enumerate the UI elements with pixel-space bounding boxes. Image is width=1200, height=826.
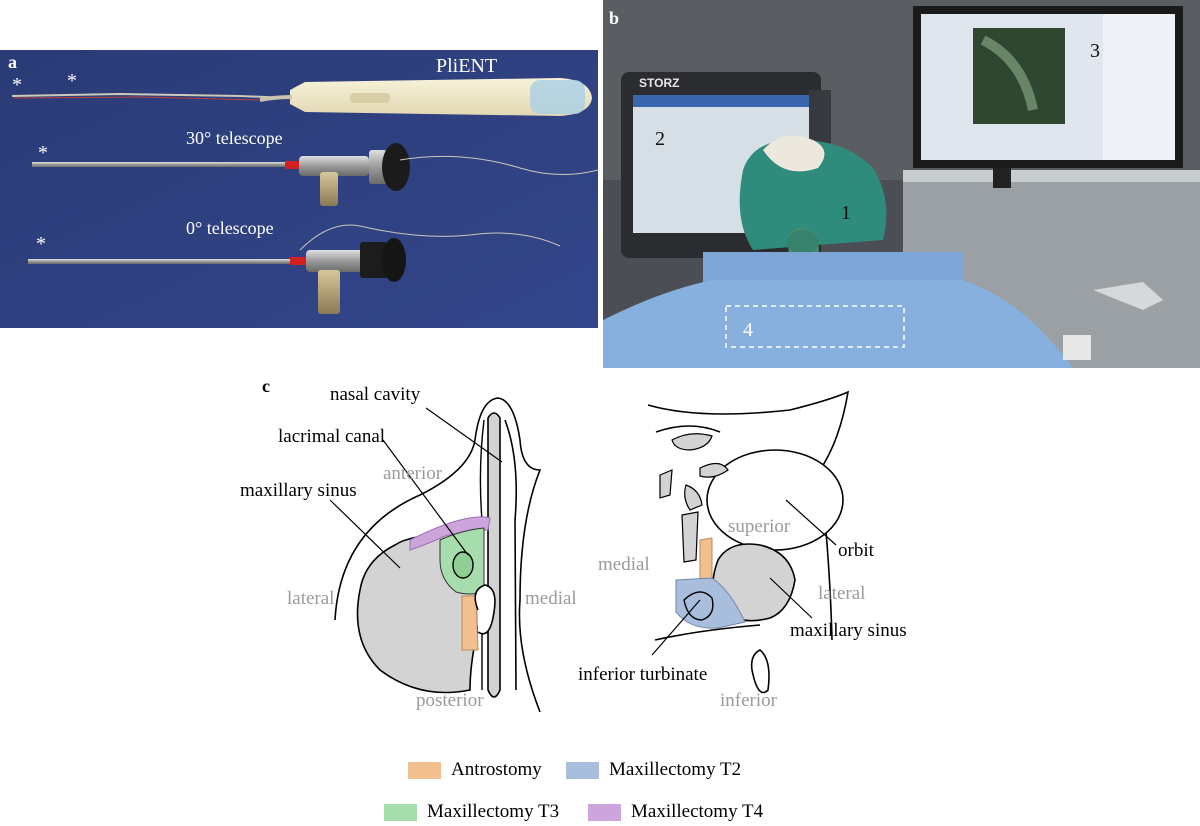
tip-marker: * (67, 70, 77, 92)
direction-superior: superior (728, 516, 791, 537)
label-nasal-cavity: nasal cavity (330, 384, 421, 405)
direction-lateral-left: lateral (287, 588, 335, 609)
callout-1: 1 (841, 202, 851, 224)
plient-device (11, 78, 592, 116)
direction-medial-left: medial (525, 588, 577, 609)
legend-swatch (566, 761, 599, 779)
region-t4-axial (409, 516, 491, 551)
direction-posterior: posterior (416, 690, 484, 711)
panel-a-photo: a PliENT 30° telescope 0° telescope * * … (0, 50, 598, 328)
label-inferior-turbinate: inferior turbinate (578, 664, 708, 685)
tip-marker: * (12, 74, 22, 96)
panel-label-b: b (609, 8, 620, 28)
legend-swatch (588, 803, 621, 821)
panel-label-a: a (8, 52, 17, 72)
legend-swatch (408, 761, 441, 779)
legend-label: Maxillectomy T2 (609, 759, 742, 780)
label-lacrimal-canal: lacrimal canal (278, 426, 386, 447)
inferior-turbinate-shape (683, 591, 714, 621)
label-maxillary-sinus-right: maxillary sinus (790, 620, 907, 641)
plient-label: PliENT (436, 55, 498, 77)
legend-item-antrostomy: Antrostomy (408, 759, 542, 783)
legend-item-t2: Maxillectomy T2 (566, 759, 741, 783)
direction-medial-right: medial (598, 554, 650, 575)
region-antrostomy-coronal (699, 537, 713, 581)
legend-label: Antrostomy (451, 759, 542, 780)
setup-illustration (603, 0, 1200, 368)
callout-4: 4 (743, 319, 753, 341)
tip-marker: * (38, 142, 48, 164)
direction-lateral-right: lateral (818, 583, 866, 604)
legend-item-t4: Maxillectomy T4 (588, 801, 763, 825)
legend: Antrostomy Maxillectomy T2 Maxillectomy … (0, 755, 1200, 826)
callout-2: 2 (655, 128, 665, 150)
direction-anterior: anterior (383, 463, 443, 484)
lacrimal-canal-shape (452, 551, 474, 579)
legend-item-t3: Maxillectomy T3 (384, 801, 559, 825)
legend-label: Maxillectomy T4 (631, 801, 764, 822)
panel-label-c: c (262, 376, 270, 396)
telescope-30 (32, 143, 598, 206)
coronal-view (647, 390, 850, 694)
storz-brand: STORZ (639, 76, 680, 90)
anatomy-diagrams (329, 390, 850, 713)
direction-inferior: inferior (720, 690, 777, 711)
label-orbit: orbit (838, 540, 874, 561)
tip-marker: * (36, 233, 46, 255)
panel-b-photo: b STORZ 1 2 3 4 (603, 0, 1200, 368)
telescope-0 (28, 224, 561, 314)
legend-label: Maxillectomy T3 (427, 801, 560, 822)
legend-swatch (384, 803, 417, 821)
telescope-30-label: 30° telescope (186, 128, 283, 148)
label-maxillary-sinus-left: maxillary sinus (240, 480, 357, 501)
computer-monitor (913, 6, 1183, 188)
callout-3: 3 (1090, 40, 1100, 62)
telescope-0-label: 0° telescope (186, 218, 274, 238)
dashed-region-4 (725, 305, 905, 348)
region-antrostomy-axial (461, 595, 479, 651)
instruments-illustration (0, 50, 598, 328)
